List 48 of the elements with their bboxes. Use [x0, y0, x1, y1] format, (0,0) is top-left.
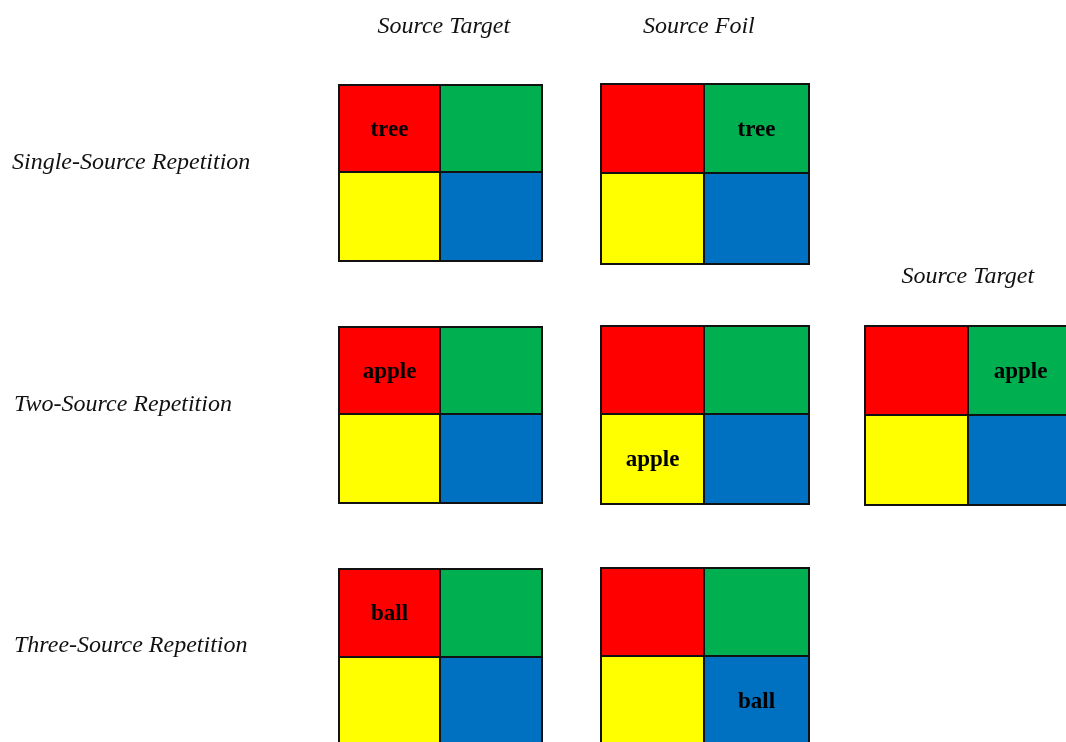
color-quadrant — [340, 328, 441, 415]
color-quadrant — [969, 416, 1066, 504]
quadrant-word: apple — [625, 446, 680, 472]
grid-panel — [338, 84, 543, 262]
color-quadrant — [866, 416, 969, 504]
color-quadrant — [969, 327, 1066, 416]
row-heading: Three-Source Repetition — [14, 631, 248, 658]
grid-panel — [864, 325, 1066, 506]
quadrant-word: tree — [737, 115, 776, 142]
color-quadrant — [441, 86, 541, 173]
color-quadrant — [441, 415, 541, 502]
color-quadrant — [602, 569, 705, 657]
color-quadrant — [340, 86, 441, 173]
row-heading: Single-Source Repetition — [12, 148, 251, 175]
color-quadrant — [602, 174, 705, 263]
color-quadrant — [602, 415, 705, 503]
color-quadrant — [705, 657, 808, 742]
grid-panel — [600, 83, 810, 265]
color-quadrant — [602, 85, 705, 174]
color-quadrant — [705, 415, 808, 503]
grid-panel — [338, 326, 543, 504]
grid-panel — [600, 325, 810, 505]
color-quadrant — [441, 658, 541, 742]
quadrant-word: apple — [362, 357, 417, 384]
color-quadrant — [441, 173, 541, 260]
grid-panel — [600, 567, 810, 742]
quadrant-word: ball — [737, 688, 776, 714]
color-quadrant — [705, 174, 808, 263]
color-quadrant — [705, 569, 808, 657]
color-quadrant — [866, 327, 969, 416]
quadrant-word: tree — [370, 115, 409, 142]
color-quadrant — [441, 328, 541, 415]
column-heading: Source Foil — [643, 12, 755, 39]
color-quadrant — [705, 85, 808, 174]
color-quadrant — [340, 173, 441, 260]
column-heading: Source Target — [901, 262, 1035, 289]
color-quadrant — [602, 327, 705, 415]
color-quadrant — [340, 658, 441, 742]
color-quadrant — [340, 570, 441, 658]
color-quadrant — [441, 570, 541, 658]
color-quadrant — [705, 327, 808, 415]
quadrant-word: ball — [370, 600, 409, 626]
row-heading: Two-Source Repetition — [14, 390, 232, 417]
color-quadrant — [340, 415, 441, 502]
quadrant-word: apple — [993, 357, 1048, 384]
color-quadrant — [602, 657, 705, 742]
column-heading: Source Target — [377, 12, 511, 39]
grid-panel — [338, 568, 543, 742]
